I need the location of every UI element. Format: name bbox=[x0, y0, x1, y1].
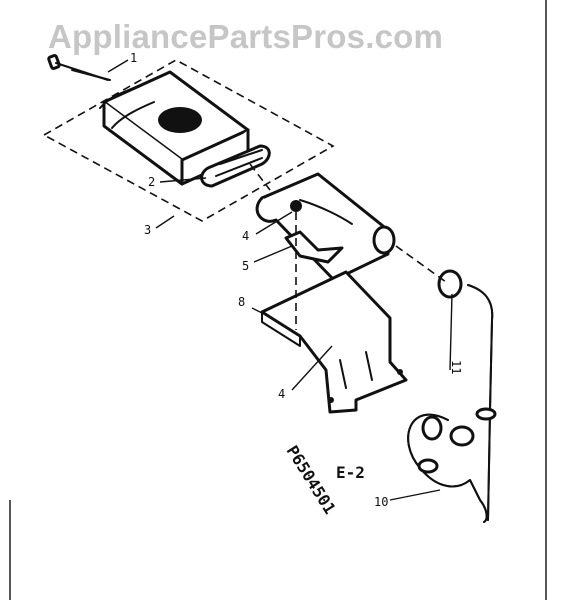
hose-clamp-part bbox=[437, 269, 463, 299]
clamp-assembly bbox=[99, 70, 250, 186]
callout-4-bottom: 4 bbox=[278, 387, 285, 401]
bracket-part bbox=[260, 270, 408, 414]
callout-5: 5 bbox=[242, 259, 249, 273]
diagram-code: E-2 bbox=[336, 463, 365, 482]
callout-1: 1 bbox=[130, 51, 137, 65]
screw-part bbox=[47, 54, 111, 81]
watermark: AppliancePartsPros.com bbox=[48, 18, 444, 55]
callout-10: 10 bbox=[374, 495, 388, 509]
screw-top bbox=[290, 200, 302, 212]
callout-11: 11 bbox=[449, 360, 463, 374]
leader-lines bbox=[107, 59, 453, 501]
assembly-outline bbox=[42, 59, 335, 222]
part-number: P6504501 bbox=[283, 442, 340, 517]
clip-part bbox=[284, 230, 344, 264]
callout-2: 2 bbox=[148, 175, 155, 189]
callout-4-top: 4 bbox=[242, 229, 249, 243]
hose-part bbox=[407, 284, 497, 523]
callout-3: 3 bbox=[144, 223, 151, 237]
elbow-housing bbox=[255, 172, 396, 282]
grommet-part bbox=[200, 144, 271, 188]
callout-8: 8 bbox=[238, 295, 245, 309]
